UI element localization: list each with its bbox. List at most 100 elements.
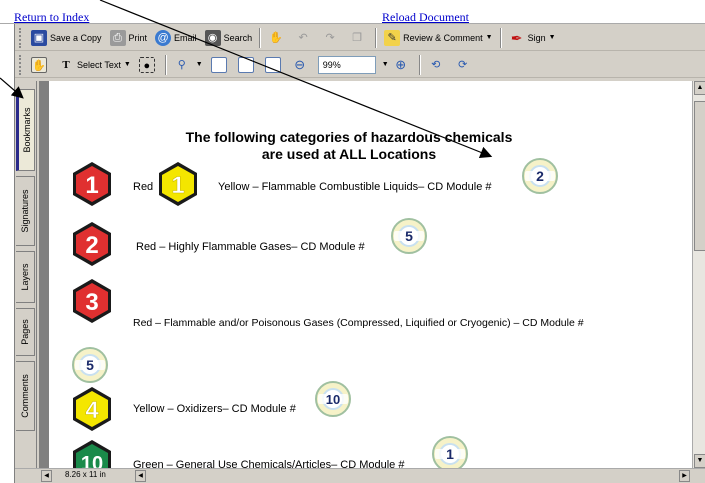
tab-comments[interactable]: Comments	[16, 361, 35, 431]
chevron-down-icon: ▼	[548, 34, 556, 41]
tab-layers[interactable]: Layers	[16, 251, 35, 303]
category-description: Green – General Use Chemicals/Articles– …	[133, 459, 405, 468]
rotate-left-icon: ⟲	[431, 58, 441, 71]
hazard-badge-red: 1	[71, 161, 113, 207]
rotate-right-button[interactable]: ⟳	[451, 55, 478, 75]
cd-module-disc[interactable]: 5	[390, 217, 428, 255]
hazard-badge-red: 2	[71, 221, 113, 267]
fit-page-button[interactable]	[234, 55, 261, 75]
magnifier-icon: ⚲	[177, 58, 186, 71]
page-size-readout: 8.26 x 11 in	[65, 470, 106, 479]
svg-text:10: 10	[326, 392, 340, 407]
reload-document-link[interactable]: Reload Document	[382, 10, 469, 24]
zoom-in-button[interactable]: ⊕	[389, 55, 416, 75]
undo-icon: ↶	[298, 31, 308, 44]
floppy-disk-icon: ▣	[31, 29, 47, 46]
cd-module-disc[interactable]: 5	[71, 346, 109, 384]
camera-icon: ●	[138, 56, 155, 73]
copy-button[interactable]: ❐	[345, 28, 372, 48]
text-cursor-icon: T	[62, 58, 70, 71]
toolbar-separator	[259, 27, 262, 48]
view-toolbar: ✋ T Select Text ▼ ● ⚲ ▼ ⊖ 99% ▼ ⊕ ⟲ ⟳	[15, 52, 705, 78]
pdf-viewer-window: ▣ Save a Copy ⎙ Print @ Email ◉ Search ✋…	[14, 24, 705, 483]
svg-text:2: 2	[536, 168, 544, 184]
hand-tool-button[interactable]: ✋	[27, 55, 54, 75]
toolbar-grip[interactable]	[19, 27, 23, 48]
chevron-down-icon: ▼	[485, 34, 493, 41]
document-viewport[interactable]: The following categories of hazardous ch…	[39, 81, 694, 468]
cd-module-disc[interactable]: 10	[314, 380, 352, 418]
chevron-down-icon: ▼	[195, 61, 203, 68]
fit-page-icon	[237, 56, 254, 73]
return-to-index-link[interactable]: Return to Index	[14, 10, 90, 24]
plus-circle-icon: ⊕	[395, 56, 407, 72]
globe-email-icon: @	[155, 29, 172, 46]
hand-tool-alt-button[interactable]: ✋	[264, 28, 291, 48]
scroll-left-arrow-icon[interactable]: ◀	[41, 470, 52, 482]
minus-circle-icon: ⊖	[294, 56, 306, 72]
snapshot-button[interactable]: ●	[135, 55, 162, 75]
hazard-badge-green: 10	[71, 439, 113, 468]
scrollbar-thumb[interactable]	[694, 101, 705, 251]
copy-icon: ❐	[352, 31, 363, 44]
rotate-right-icon: ⟳	[458, 58, 468, 71]
undo-button[interactable]: ↶	[291, 28, 318, 48]
category-description: Red – Flammable and/or Poisonous Gases (…	[133, 317, 584, 329]
scroll-left-arrow-icon[interactable]: ◀	[135, 470, 146, 482]
select-text-button[interactable]: T Select Text ▼	[54, 55, 135, 75]
sign-button[interactable]: ✒ Sign ▼	[505, 28, 560, 48]
scroll-down-arrow-icon[interactable]: ▼	[694, 454, 705, 468]
svg-text:5: 5	[86, 357, 94, 373]
rotate-left-button[interactable]: ⟲	[424, 55, 451, 75]
vertical-scrollbar[interactable]: ▲ ▼	[692, 81, 705, 468]
binoculars-icon: ◉	[204, 29, 221, 46]
zoom-out-button[interactable]: ⊖	[288, 55, 315, 75]
pen-icon: ✒	[510, 29, 523, 46]
actual-size-button[interactable]	[207, 55, 234, 75]
toolbar-separator	[418, 54, 421, 75]
sticky-note-icon: ✎	[384, 29, 401, 46]
svg-text:10: 10	[81, 453, 103, 468]
navigation-panel: Bookmarks Signatures Layers Pages Commen…	[15, 81, 37, 468]
svg-text:1: 1	[446, 446, 454, 462]
zoom-level-field[interactable]: 99%	[317, 55, 376, 74]
hazard-badge-yellow: 4	[71, 386, 113, 432]
review-comment-button[interactable]: ✎ Review & Comment ▼	[380, 28, 496, 48]
redo-button[interactable]: ↷	[318, 28, 345, 48]
toolbar-separator	[375, 27, 378, 48]
fit-width-button[interactable]	[261, 55, 288, 75]
save-copy-button[interactable]: ▣ Save a Copy	[27, 28, 106, 48]
toolbar-separator	[499, 27, 502, 48]
zoom-dropdown-chevron-icon[interactable]: ▼	[381, 61, 389, 68]
scroll-right-arrow-icon[interactable]: ▶	[679, 470, 690, 482]
svg-text:4: 4	[85, 397, 99, 424]
print-button[interactable]: ⎙ Print	[106, 28, 152, 48]
hand-icon: ✋	[31, 56, 47, 73]
toolbar-grip[interactable]	[19, 54, 23, 75]
category-description: Yellow – Oxidizers– CD Module #	[133, 403, 296, 415]
redo-icon: ↷	[325, 31, 335, 44]
hazard-badge-red: 3	[71, 278, 113, 324]
toolbar-separator	[164, 54, 167, 75]
printer-icon: ⎙	[109, 29, 126, 46]
category-description: Red – Highly Flammable Gases– CD Module …	[136, 241, 365, 253]
svg-text:2: 2	[85, 232, 98, 259]
tab-pages[interactable]: Pages	[16, 308, 35, 356]
search-button[interactable]: ◉ Search	[201, 28, 257, 48]
category-description: Yellow – Flammable Combustible Liquids– …	[218, 181, 492, 193]
main-toolbar: ▣ Save a Copy ⎙ Print @ Email ◉ Search ✋…	[15, 25, 705, 51]
svg-text:3: 3	[85, 289, 98, 316]
email-button[interactable]: @ Email	[151, 28, 201, 48]
page-icon	[210, 56, 227, 73]
link-bar: Return to Index Reload Document	[0, 0, 705, 24]
scroll-up-arrow-icon[interactable]: ▲	[694, 81, 705, 95]
tab-bookmarks[interactable]: Bookmarks	[16, 89, 35, 171]
cd-module-disc[interactable]: 1	[431, 435, 469, 468]
tab-signatures[interactable]: Signatures	[16, 176, 35, 246]
svg-text:1: 1	[171, 172, 184, 199]
hand-icon: ✋	[269, 31, 283, 44]
zoom-tool-button[interactable]: ⚲ ▼	[170, 55, 207, 75]
category-label: Red	[133, 181, 154, 193]
cd-module-disc[interactable]: 2	[521, 157, 559, 195]
svg-text:5: 5	[405, 228, 413, 244]
